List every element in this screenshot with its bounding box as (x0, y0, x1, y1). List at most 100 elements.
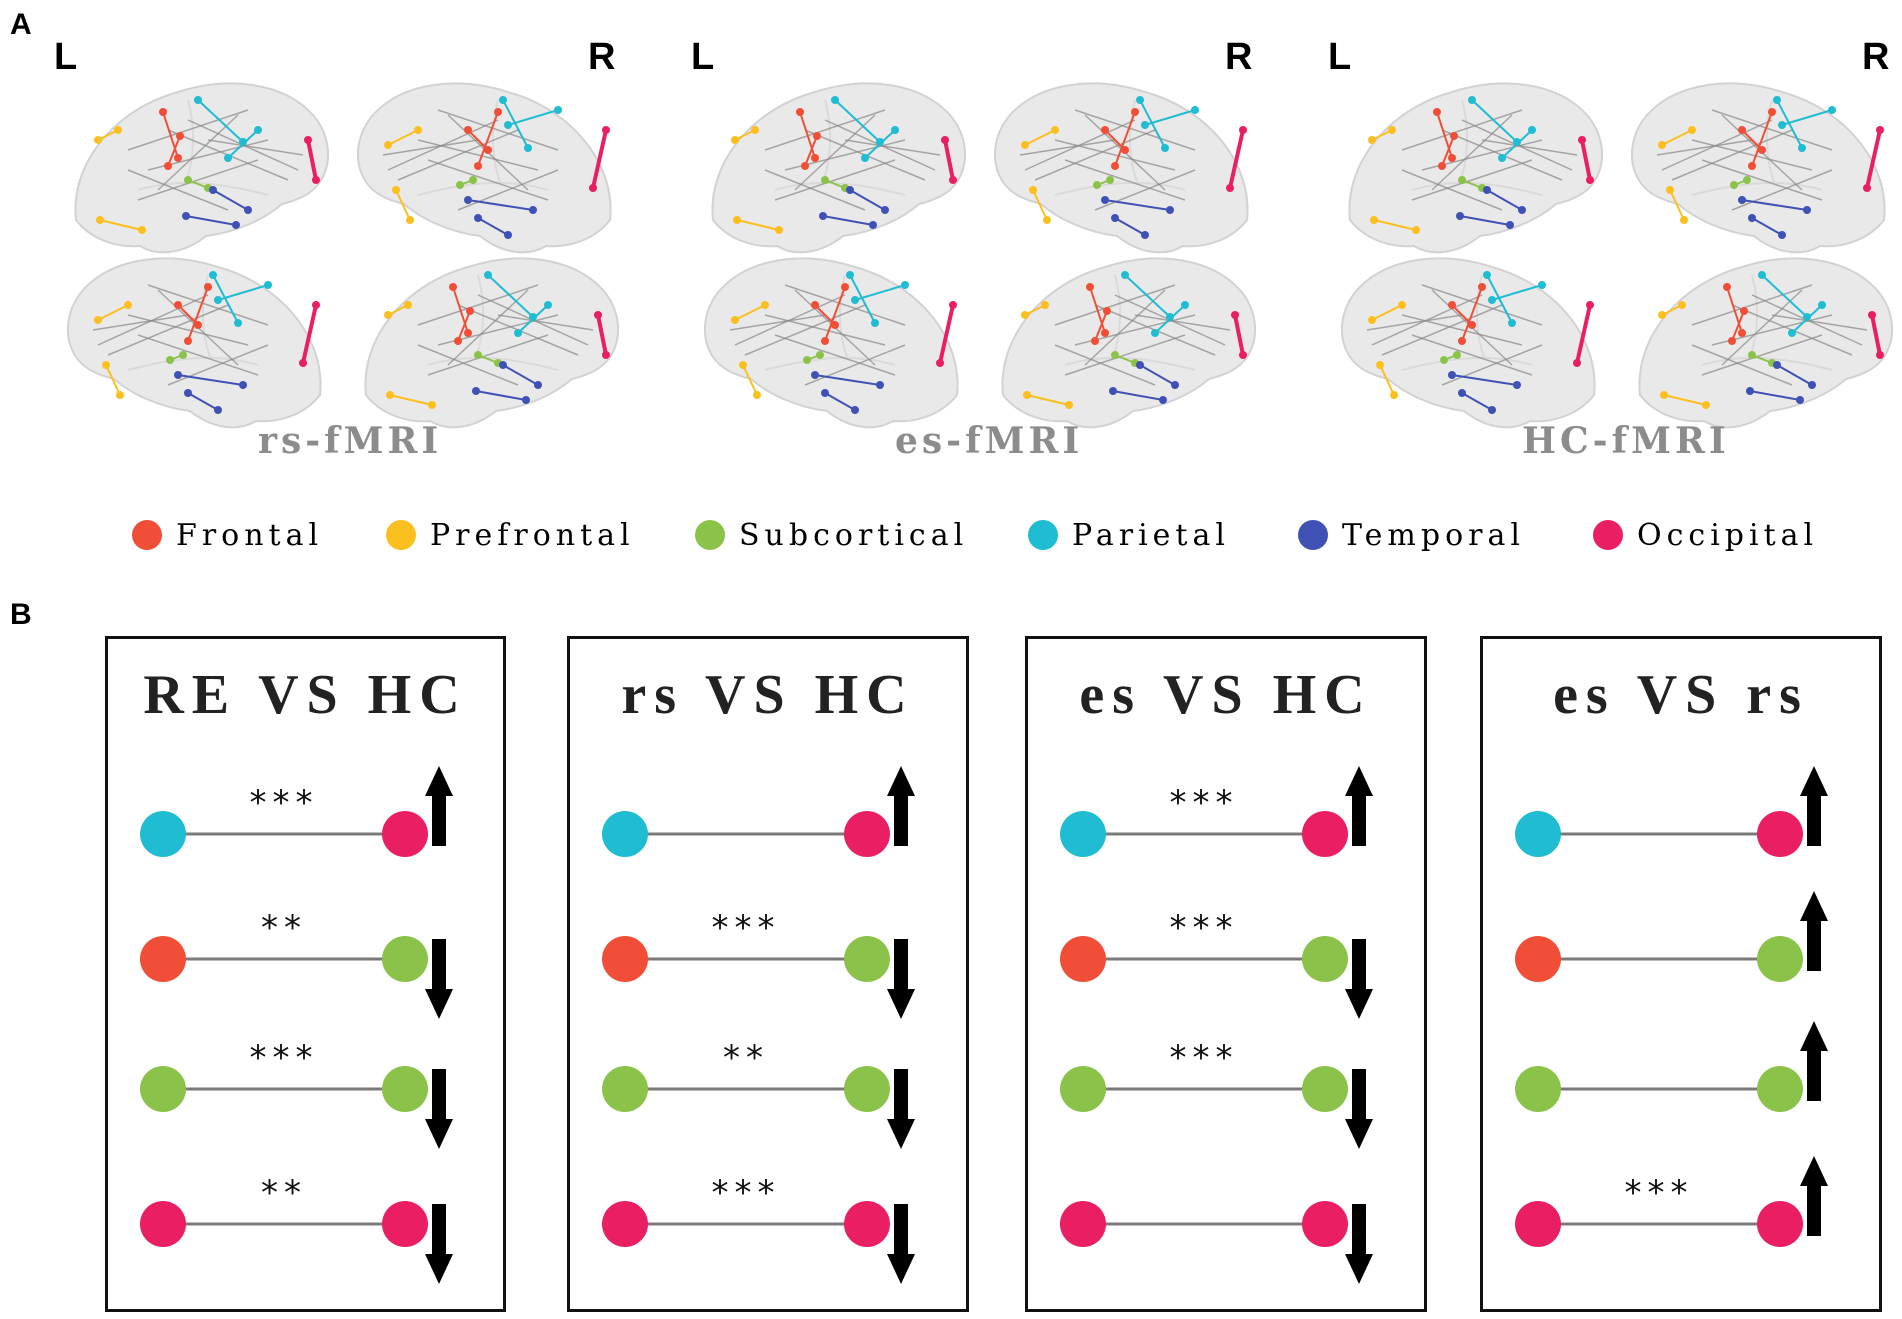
legend-dot-temporal (1298, 520, 1328, 550)
network-node (1043, 216, 1051, 224)
network-node (891, 126, 899, 134)
network-edge (207, 139, 304, 156)
network-edge (1233, 314, 1245, 356)
network-node (184, 176, 192, 184)
significance-stars: *** (712, 908, 781, 948)
network-node (813, 132, 821, 140)
network-edge (1731, 310, 1745, 342)
brain-sulcus (127, 356, 259, 371)
network-edge (1089, 286, 1106, 334)
network-edge (1691, 284, 1813, 326)
brain-sulcus (1691, 181, 1823, 196)
network-node (1468, 321, 1476, 329)
network-node (1680, 216, 1688, 224)
network-node (876, 138, 884, 146)
right-hemisphere-label: R (1862, 36, 1890, 78)
network-node (386, 391, 394, 399)
network-node (499, 96, 507, 104)
network-node (1863, 184, 1871, 192)
network-edge (1726, 286, 1743, 334)
network-edge (1865, 129, 1882, 189)
network-edge (1870, 314, 1882, 356)
network-node (312, 301, 320, 309)
network-edge (177, 304, 199, 326)
network-node (841, 283, 849, 291)
network-node (179, 351, 187, 359)
network-node (116, 391, 124, 399)
network-edge (167, 344, 269, 386)
network-node (846, 271, 854, 279)
network-edge (1139, 99, 1166, 149)
connection-row (1060, 1201, 1373, 1284)
network-node (1868, 311, 1876, 319)
region-node-occipital (844, 811, 890, 857)
network-edge (1486, 189, 1523, 211)
network-node (1778, 231, 1786, 239)
network-edge (197, 99, 244, 143)
network-node (392, 186, 400, 194)
region-node-subcortical (382, 1066, 428, 1112)
network-node (1136, 361, 1144, 369)
network-node (869, 221, 877, 229)
brain-surface (356, 82, 612, 254)
network-node (534, 381, 542, 389)
significance-stars: ** (723, 1038, 769, 1078)
condition-label-hc: HC-fMRI (1522, 420, 1730, 462)
network-node (1488, 296, 1496, 304)
network-edge (1139, 364, 1176, 386)
network-node (731, 316, 739, 324)
network-edge (185, 215, 237, 226)
network-node (1166, 313, 1174, 321)
brain-sulcus (764, 356, 896, 371)
network-edge (517, 304, 549, 334)
brain-hemisphere (74, 82, 330, 254)
network-node (594, 311, 602, 319)
network-node (1106, 176, 1114, 184)
network-edge (1024, 129, 1056, 146)
network-node (1586, 301, 1594, 309)
network-node (1141, 231, 1149, 239)
network-edge (1459, 215, 1511, 226)
brain-surface (1001, 257, 1257, 429)
comparison-diagram: ******** (602, 766, 915, 1284)
network-node (801, 162, 809, 170)
network-node (182, 212, 190, 220)
network-node (739, 361, 747, 369)
network-edge (764, 109, 886, 151)
arrow-up-icon (1800, 1156, 1828, 1236)
brain-hemisphere (66, 257, 322, 429)
network-edge (1114, 217, 1146, 236)
region-node-occipital (1302, 811, 1348, 857)
network-node (1740, 307, 1748, 315)
network-node (1573, 359, 1581, 367)
panel-label-b: B (10, 598, 32, 631)
network-edge (467, 199, 534, 211)
region-node-occipital (382, 811, 428, 857)
network-node (174, 371, 182, 379)
arrow-up-icon (887, 766, 915, 846)
network-edge (97, 304, 129, 321)
network-node (1433, 108, 1441, 116)
network-node (761, 301, 769, 309)
comparison-diagram: *** (1515, 766, 1828, 1247)
network-edge (1421, 284, 1543, 326)
arrow-up-icon (1800, 891, 1828, 971)
region-node-subcortical (844, 936, 890, 982)
network-node (851, 406, 859, 414)
network-edge (764, 314, 886, 346)
network-node (404, 301, 412, 309)
left-hemisphere-label: L (1328, 36, 1352, 78)
network-edge (1154, 304, 1186, 334)
legend-item-prefrontal: Prefrontal (386, 510, 635, 560)
arrow-down-icon (887, 939, 915, 1019)
right-hemisphere-label: R (1225, 36, 1253, 78)
network-edge (447, 289, 529, 366)
network-node (499, 361, 507, 369)
network-node (1111, 214, 1119, 222)
network-node (1773, 361, 1781, 369)
network-node (1111, 351, 1119, 359)
network-edge (1663, 394, 1707, 406)
network-node (469, 176, 477, 184)
network-node (1093, 181, 1101, 189)
comparison-title: rs VS HC (621, 664, 915, 726)
